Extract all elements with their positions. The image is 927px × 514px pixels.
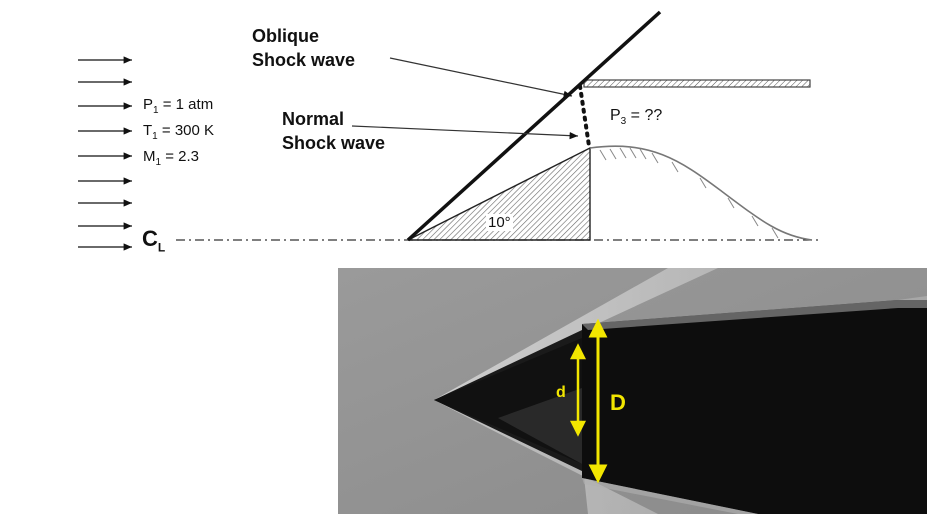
large-diameter-label: D <box>610 390 626 415</box>
centerline-label: CL <box>142 226 166 255</box>
body-contour <box>589 145 813 241</box>
inlet-body <box>582 300 927 514</box>
normal-shock-label: Normal Shock wave <box>282 107 385 155</box>
condition-t1: T1 = 300 K <box>143 122 215 142</box>
normal-label-line2: Shock wave <box>282 133 386 153</box>
small-diameter-label: d <box>556 384 566 401</box>
large-dimension-arrow <box>588 318 608 484</box>
oblique-shock-line <box>406 10 662 242</box>
wedge-angle-label: 10° <box>486 214 513 231</box>
normal-label-line1: Normal <box>282 109 345 129</box>
oblique-label-line2: Shock wave <box>252 50 356 70</box>
small-dimension-arrow <box>569 343 587 437</box>
condition-p1: P1 = 1 atm <box>143 96 214 116</box>
freestream-arrows <box>78 56 132 251</box>
oblique-label-line1: Oblique <box>252 26 319 46</box>
body-contour-hatch <box>599 147 779 239</box>
normal-leader <box>351 125 579 140</box>
normal-shock-line <box>578 84 591 148</box>
shock-diagram <box>78 10 818 251</box>
wedge-body <box>407 146 591 241</box>
oblique-leader <box>389 57 573 98</box>
oblique-shock-label: Oblique Shock wave <box>252 24 355 72</box>
schlieren-photo: d D <box>338 268 927 514</box>
freestream-conditions: P1 = 1 atm T1 = 300 K M1 = 2.3 <box>143 95 214 173</box>
condition-m1: M1 = 2.3 <box>143 148 200 168</box>
p3-label: P3 = ?? <box>610 107 663 128</box>
cowl-plate <box>583 79 811 88</box>
schlieren-photo-art <box>338 268 927 514</box>
